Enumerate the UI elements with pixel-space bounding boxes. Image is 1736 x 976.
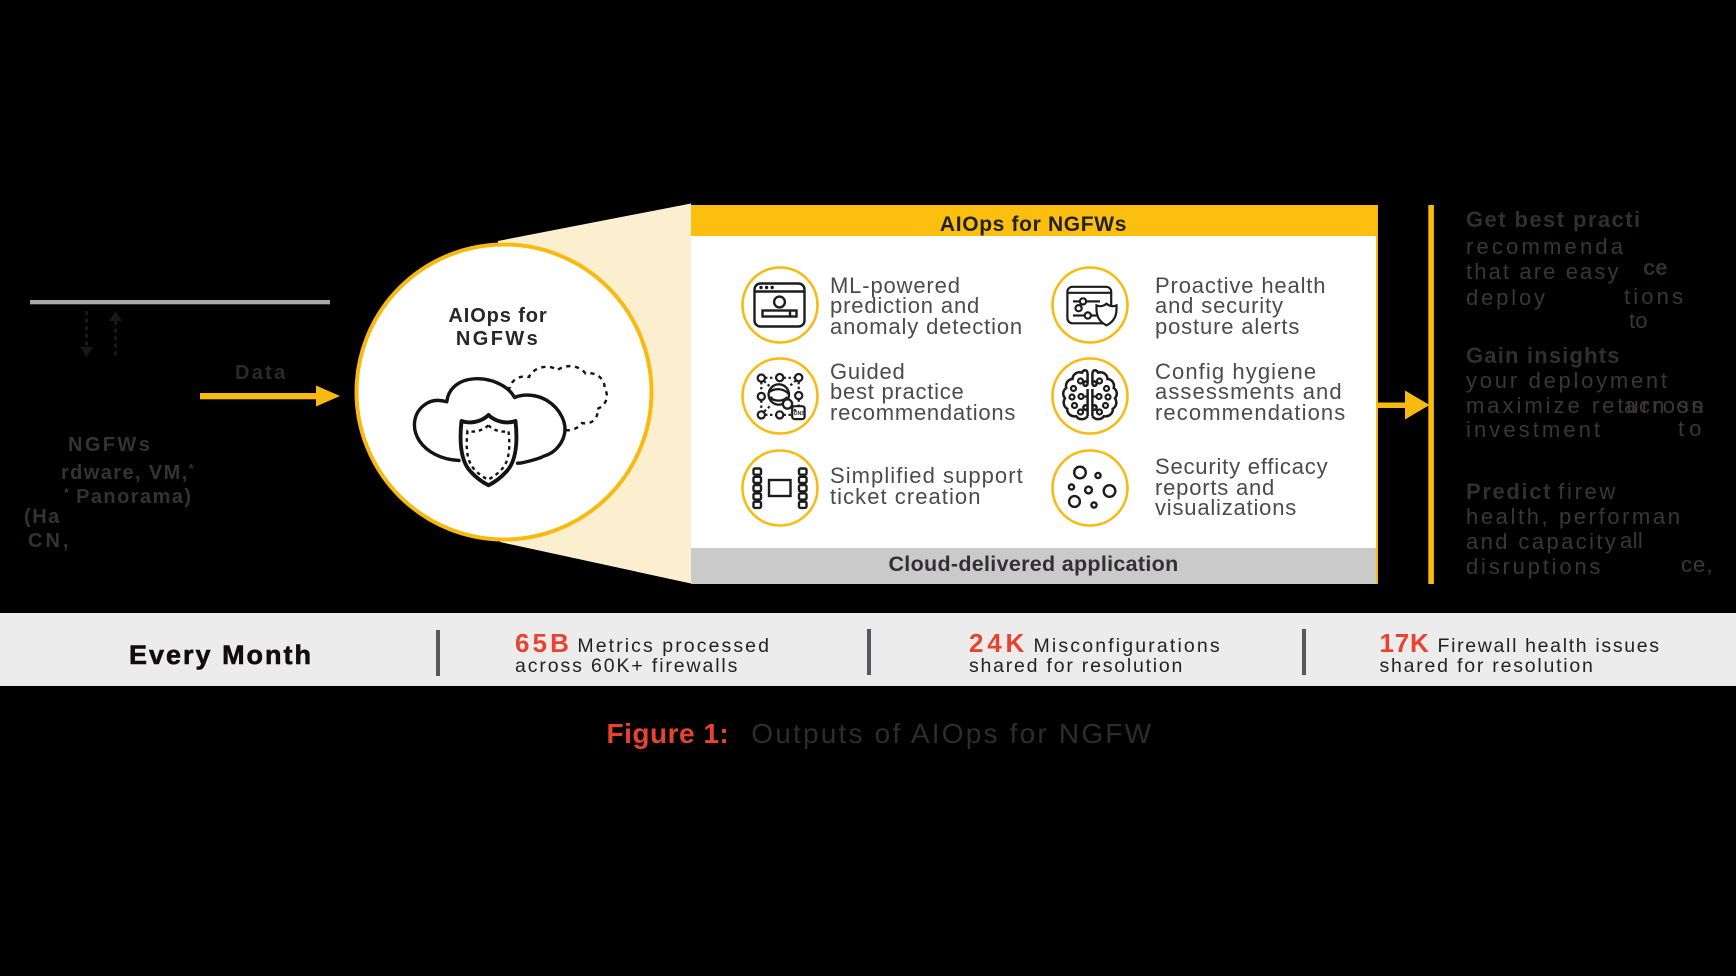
svg-text:DNS: DNS	[794, 411, 805, 417]
